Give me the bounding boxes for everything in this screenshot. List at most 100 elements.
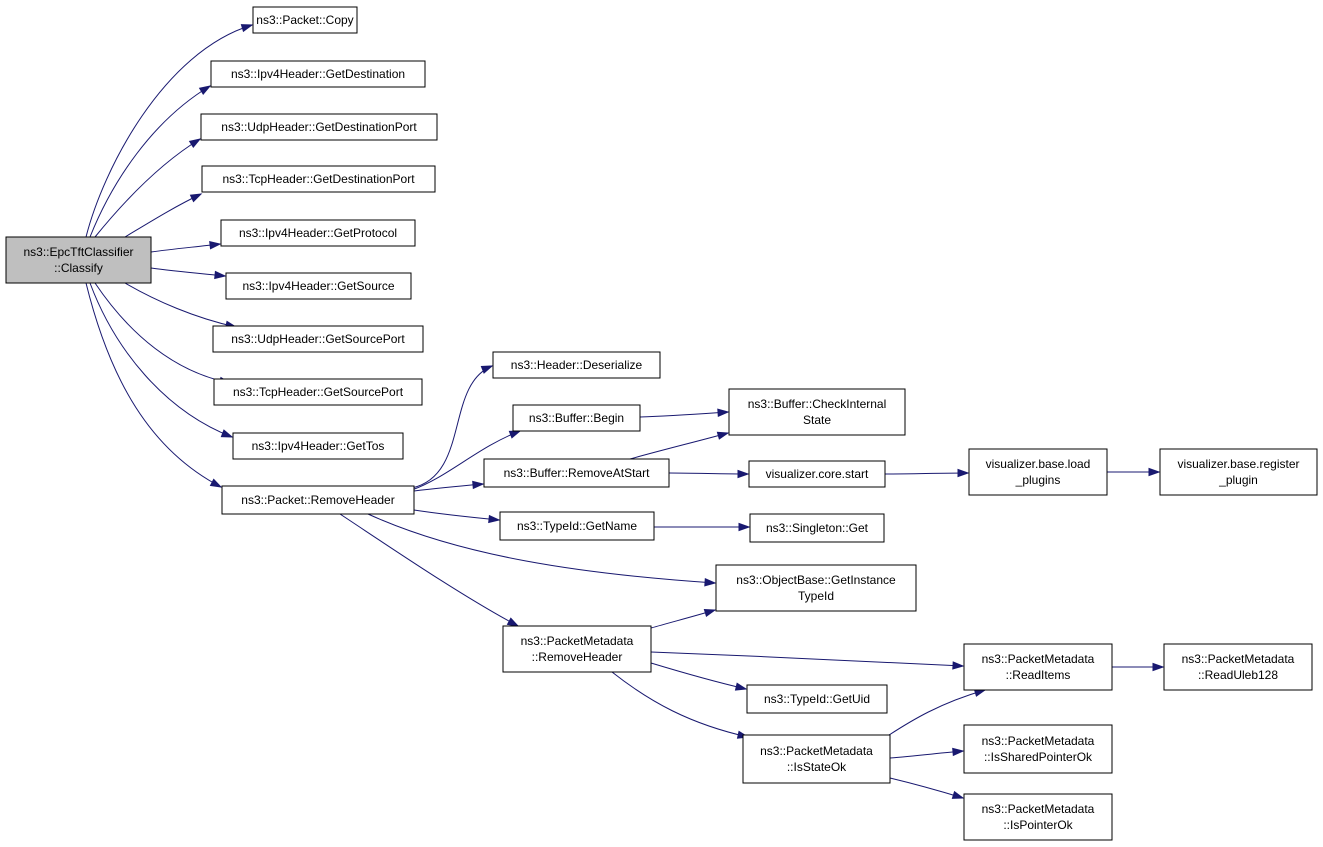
node-label: ::Classify xyxy=(54,261,103,275)
edge-arrowhead xyxy=(209,241,222,250)
edge-arrowhead xyxy=(957,468,970,478)
edge-line xyxy=(650,651,964,667)
edge-line xyxy=(339,513,519,627)
edge-arrowhead xyxy=(472,480,485,490)
node-label: ns3::TcpHeader::GetSourcePort xyxy=(233,385,404,399)
call-edges xyxy=(85,24,1165,799)
node-buf-begin[interactable]: ns3::Buffer::Begin xyxy=(512,404,641,432)
edge-pm_isstateok-to-pm_issharedpointerok xyxy=(889,747,965,759)
edge-typeid_getname-to-singleton_get xyxy=(654,522,751,532)
node-box xyxy=(963,643,1113,691)
node-ipv4-getproto[interactable]: ns3::Ipv4Header::GetProtocol xyxy=(220,219,416,247)
edge-line xyxy=(89,282,233,438)
edge-line xyxy=(639,411,729,418)
node-label: visualizer.base.register xyxy=(1177,457,1299,471)
edge-classify-to-ipv4_getsource xyxy=(150,267,227,280)
node-ipv4-getdest[interactable]: ns3::Ipv4Header::GetDestination xyxy=(210,60,426,88)
node-pm-removeheader[interactable]: ns3::PacketMetadata::RemoveHeader xyxy=(502,625,652,673)
node-label: ns3::Buffer::Begin xyxy=(529,411,624,425)
edge-line xyxy=(367,513,716,584)
edge-pm_removeheader-to-pm_readitems xyxy=(650,651,965,670)
edge-arrowhead xyxy=(198,85,212,96)
node-pm-ispointerok[interactable]: ns3::PacketMetadata::IsPointerOk xyxy=(963,793,1113,841)
node-label: TypeId xyxy=(798,589,834,603)
edge-arrowhead xyxy=(240,24,254,33)
edge-arrowhead xyxy=(508,430,522,439)
node-ipv4-getsource[interactable]: ns3::Ipv4Header::GetSource xyxy=(225,272,412,300)
node-label: ns3::Ipv4Header::GetDestination xyxy=(231,67,405,81)
edge-pm_removeheader-to-pm_isstateok xyxy=(611,671,750,739)
node-label: ns3::ObjectBase::GetInstance xyxy=(736,573,896,587)
node-tcp-getsrcport[interactable]: ns3::TcpHeader::GetSourcePort xyxy=(213,378,423,406)
node-box xyxy=(252,6,358,34)
node-box xyxy=(221,485,415,515)
edge-arrowhead xyxy=(209,478,223,488)
node-label: ns3::Ipv4Header::GetSource xyxy=(242,279,394,293)
edge-arrowhead xyxy=(220,429,234,438)
node-pm-isstateok[interactable]: ns3::PacketMetadata::IsStateOk xyxy=(742,734,891,784)
edge-arrowhead xyxy=(214,270,227,280)
node-vis-base-loadplugins[interactable]: visualizer.base.load_plugins xyxy=(968,448,1108,496)
node-tcp-getdestport[interactable]: ns3::TcpHeader::GetDestinationPort xyxy=(201,165,436,193)
edge-pm_readitems-to-pm_readuleb128 xyxy=(1111,662,1165,672)
node-copy[interactable]: ns3::Packet::Copy xyxy=(252,6,358,34)
node-classify[interactable]: ns3::EpcTftClassifier::Classify xyxy=(5,236,152,284)
edge-pkt_removeheader-to-typeid_getname xyxy=(413,509,501,524)
node-label: ns3::Ipv4Header::GetProtocol xyxy=(239,226,397,240)
edge-arrowhead xyxy=(737,469,750,479)
edge-pkt_removeheader-to-hdr_deserialize xyxy=(411,365,494,489)
node-box xyxy=(212,325,424,353)
edge-pm_removeheader-to-typeid_getuid xyxy=(650,662,748,691)
node-label: ::RemoveHeader xyxy=(532,650,623,664)
edge-buf_begin-to-buf_checkinternal xyxy=(639,408,730,418)
edge-arrowhead xyxy=(738,522,751,532)
node-buf-removeatstart[interactable]: ns3::Buffer::RemoveAtStart xyxy=(483,458,670,488)
node-label: ::ReadItems xyxy=(1006,668,1071,682)
node-pm-issharedpointerok[interactable]: ns3::PacketMetadata::IsSharedPointerOk xyxy=(963,724,1113,774)
node-box xyxy=(502,625,652,673)
node-pm-readuleb128[interactable]: ns3::PacketMetadata::ReadUleb128 xyxy=(1163,643,1313,691)
node-box xyxy=(232,432,404,460)
node-udp-getsrcport[interactable]: ns3::UdpHeader::GetSourcePort xyxy=(212,325,424,353)
node-box xyxy=(201,165,436,193)
node-label: ns3::Ipv4Header::GetTos xyxy=(252,439,385,453)
node-vis-core-start[interactable]: visualizer.core.start xyxy=(748,460,886,488)
edge-arrowhead xyxy=(506,617,520,627)
edge-line xyxy=(885,689,986,738)
node-box xyxy=(728,388,906,436)
edge-arrowhead xyxy=(716,431,730,440)
edge-buf_removeatstart-to-vis_core_start xyxy=(668,469,750,479)
node-label: _plugin xyxy=(1218,473,1258,487)
edge-line xyxy=(124,193,202,238)
edge-line xyxy=(650,662,747,690)
edge-line xyxy=(629,432,729,460)
edge-line xyxy=(124,282,237,328)
edge-classify-to-tcp_getdestport xyxy=(124,193,203,238)
edge-classify-to-ipv4_getproto xyxy=(150,241,222,253)
node-label: ns3::PacketMetadata xyxy=(982,652,1095,666)
node-label: visualizer.base.load xyxy=(986,457,1091,471)
node-box xyxy=(1159,448,1318,496)
node-box xyxy=(5,236,152,284)
node-typeid-getuid[interactable]: ns3::TypeId::GetUid xyxy=(746,684,888,714)
node-label: visualizer.core.start xyxy=(766,467,869,481)
node-pm-readitems[interactable]: ns3::PacketMetadata::ReadItems xyxy=(963,643,1113,691)
node-singleton-get[interactable]: ns3::Singleton::Get xyxy=(749,513,885,543)
edge-line xyxy=(411,430,521,491)
node-box xyxy=(968,448,1108,496)
node-typeid-getname[interactable]: ns3::TypeId::GetName xyxy=(499,511,655,541)
node-vis-base-registerplugin[interactable]: visualizer.base.register _plugin xyxy=(1159,448,1318,496)
edge-arrowhead xyxy=(717,408,730,417)
edge-line xyxy=(611,671,749,738)
node-hdr-deserialize[interactable]: ns3::Header::Deserialize xyxy=(492,351,661,379)
edge-arrowhead xyxy=(951,790,965,799)
edge-buf_removeatstart-to-buf_checkinternal xyxy=(629,431,730,460)
node-pkt-removeheader[interactable]: ns3::Packet::RemoveHeader xyxy=(221,485,415,515)
node-udp-getdestport[interactable]: ns3::UdpHeader::GetDestinationPort xyxy=(200,113,438,141)
edge-arrowhead xyxy=(1152,662,1165,672)
edge-line xyxy=(94,282,231,384)
node-ipv4-gettos[interactable]: ns3::Ipv4Header::GetTos xyxy=(232,432,404,460)
